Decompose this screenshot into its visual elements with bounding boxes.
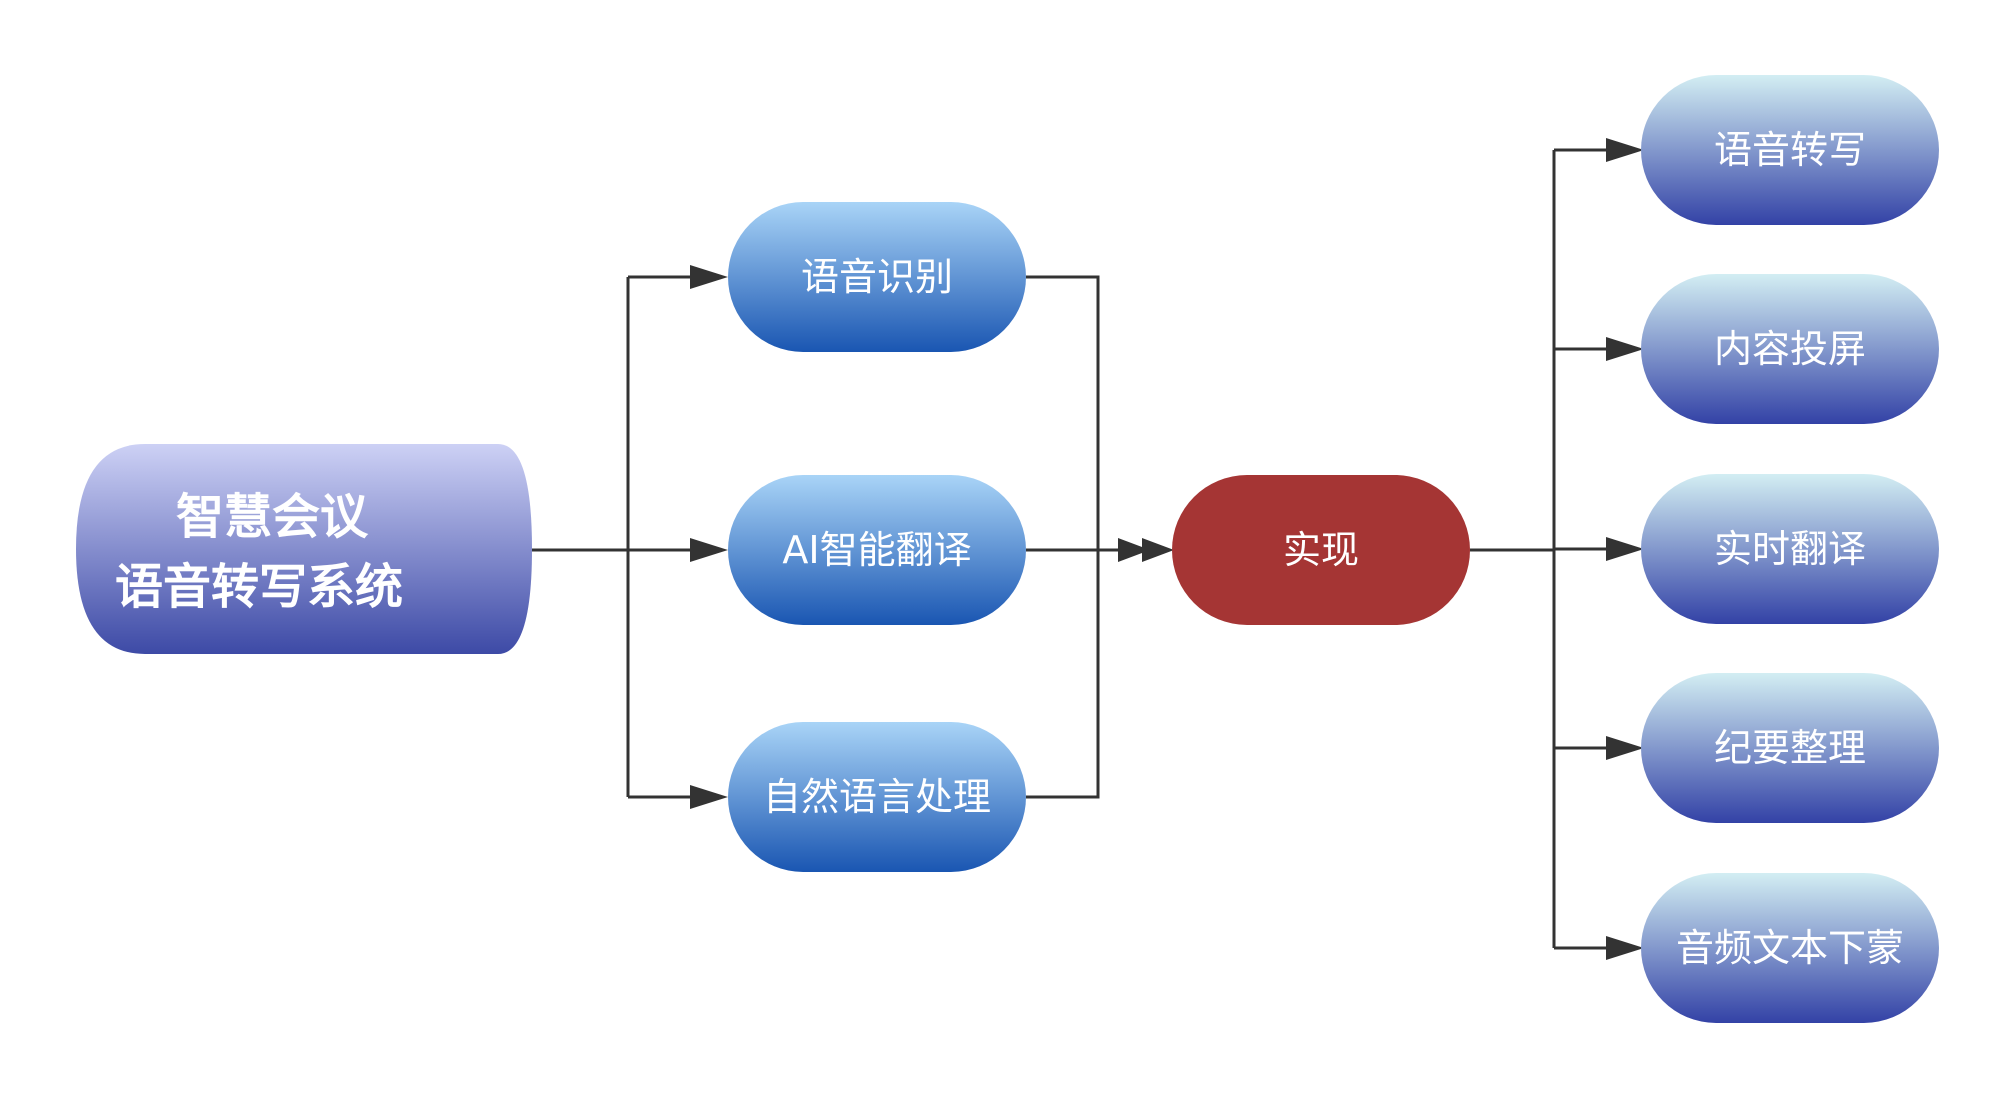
func-node-minutes: 纪要整理 xyxy=(1641,673,1939,823)
root-node-title-line2: 语音转写系统 xyxy=(115,559,403,615)
tech-node-shape xyxy=(728,475,1026,625)
hub-node: 实现 xyxy=(1172,475,1470,625)
tech-node-speech-recognition: 语音识别 xyxy=(728,202,1026,352)
arrow-head-tech-3 xyxy=(690,785,728,809)
func-node-label: 音频文本下蒙 xyxy=(1676,926,1904,970)
func-node-label: 内容投屏 xyxy=(1714,327,1866,371)
tech-node-label: AI智能翻译 xyxy=(782,528,971,572)
root-node: 智慧会议 语音转写系统 xyxy=(76,444,532,654)
func-node-download: 音频文本下蒙 xyxy=(1641,873,1939,1023)
arrow-head-func-3 xyxy=(1606,537,1644,561)
arrow-head-func-5 xyxy=(1606,936,1644,960)
tech-node-label: 自然语言处理 xyxy=(763,775,991,819)
connectors xyxy=(532,148,1610,950)
func-node-shape xyxy=(1641,474,1939,624)
func-node-label: 语音转写 xyxy=(1714,128,1866,172)
root-node-shape xyxy=(76,444,532,654)
tech-node-label: 语音识别 xyxy=(801,255,953,299)
root-node-title-line1: 智慧会议 xyxy=(176,489,369,545)
func-node-label: 纪要整理 xyxy=(1714,726,1866,770)
tech-node-nlp: 自然语言处理 xyxy=(728,722,1026,872)
func-node-transcription: 语音转写 xyxy=(1641,75,1939,225)
func-node-realtime-translation: 实时翻译 xyxy=(1641,474,1939,624)
arrow-head-func-4 xyxy=(1606,736,1644,760)
arrow-heads xyxy=(690,138,1644,960)
func-node-screen-cast: 内容投屏 xyxy=(1641,274,1939,424)
func-node-shape xyxy=(1641,75,1939,225)
func-node-shape xyxy=(1641,274,1939,424)
arrow-head-tech-1 xyxy=(690,265,728,289)
arrow-head-func-2 xyxy=(1606,337,1644,361)
func-node-label: 实时翻译 xyxy=(1714,527,1866,571)
tech-node-ai-translation: AI智能翻译 xyxy=(728,475,1026,625)
func-node-shape xyxy=(1641,873,1939,1023)
connector-from-tech-1 xyxy=(1026,275,1100,799)
arrow-head-hub-1 xyxy=(1118,538,1150,562)
func-node-shape xyxy=(1641,673,1939,823)
arrow-head-func-1 xyxy=(1606,138,1644,162)
arrow-head-hub-2 xyxy=(1142,538,1174,562)
tech-node-shape xyxy=(728,722,1026,872)
tech-node-shape xyxy=(728,202,1026,352)
arrow-head-tech-2 xyxy=(690,538,728,562)
hub-node-shape xyxy=(1172,475,1470,625)
hub-node-label: 实现 xyxy=(1283,528,1359,572)
